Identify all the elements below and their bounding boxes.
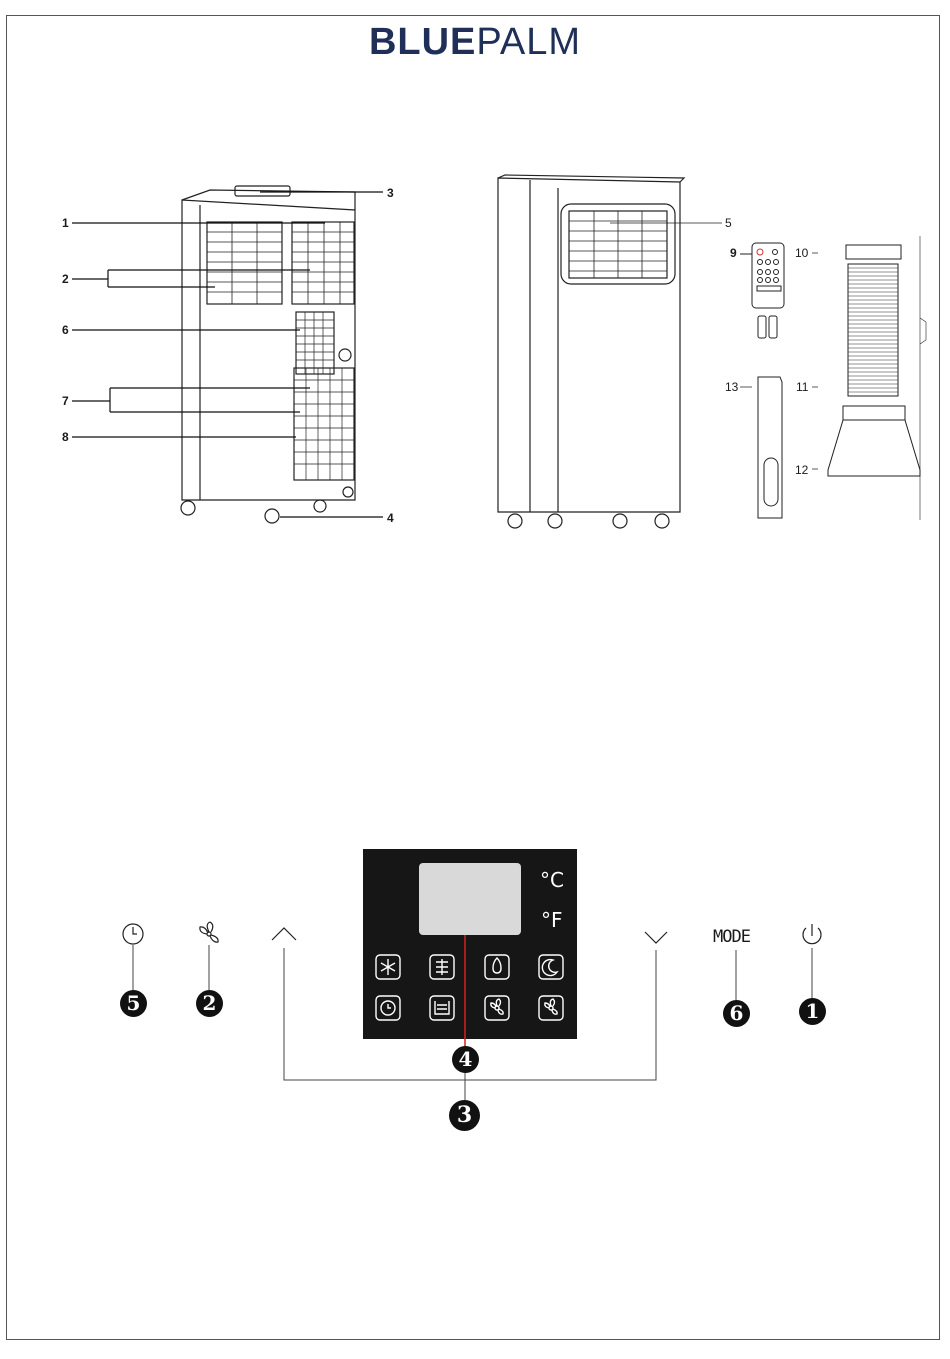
callout-1: 1 bbox=[799, 998, 826, 1025]
fahrenheit-label: °F bbox=[541, 908, 563, 932]
up-arrow-icon bbox=[272, 928, 296, 940]
power-button-icon bbox=[803, 924, 821, 944]
timer-button-icon bbox=[123, 924, 143, 944]
down-arrow-icon bbox=[645, 932, 667, 943]
callout-5: 5 bbox=[120, 990, 147, 1017]
callout-3: 3 bbox=[449, 1100, 480, 1131]
mode-label: MODE bbox=[713, 927, 750, 947]
celsius-label: °C bbox=[540, 868, 564, 892]
fan-button-icon bbox=[200, 922, 218, 942]
display-screen bbox=[419, 863, 521, 935]
callout-2: 2 bbox=[196, 990, 223, 1017]
callout-4: 4 bbox=[452, 1046, 479, 1073]
callout-6: 6 bbox=[723, 1000, 750, 1027]
